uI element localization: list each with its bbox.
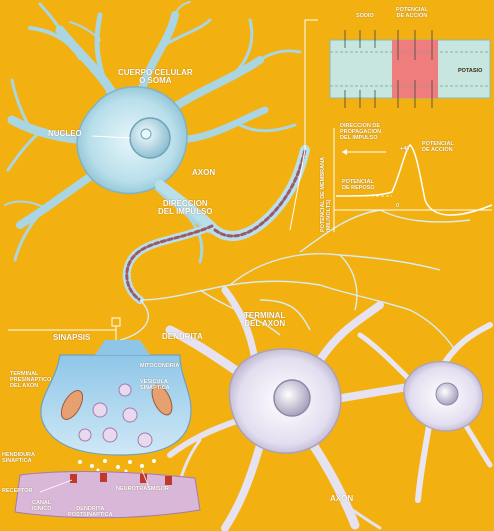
- vesicle-label: VESICULA SINAPTICA: [140, 380, 170, 392]
- zero-label: 0: [396, 204, 399, 210]
- action-potential-graph-label: POTENCIAL DE ACCION: [422, 142, 454, 154]
- action-potential-top-line2: DE ACCION: [396, 14, 428, 20]
- axon-terminal-line2: DEL AXON: [244, 320, 285, 328]
- ionic-channel-label: CANAL IONICO: [32, 501, 52, 513]
- blue-nucleolus: [141, 129, 151, 139]
- receptor-label: RECEPTOR: [2, 489, 32, 495]
- nucleus-label: NUCLEO: [48, 130, 82, 138]
- purple-nucleus: [274, 380, 310, 416]
- cell-body-label-line2: O SOMA: [118, 77, 193, 85]
- synapse-label: SINAPSIS: [53, 334, 90, 342]
- postsynaptic-label: DENDRITA POSTSINAPTICA: [68, 507, 113, 519]
- rest-potential-label: POTENCIAL DE REPOSO: [342, 180, 375, 192]
- action-potential-top-label: POTENCIAL DE ACCION: [396, 8, 428, 20]
- cell-body-label: CUERPO CELULAR O SOMA: [118, 69, 193, 86]
- presynaptic-label-line3: DEL AXON: [10, 384, 51, 390]
- plus-40-label: +40: [400, 147, 409, 153]
- vesicle-label-line2: SINAPTICA: [140, 386, 170, 392]
- dendrite-label: DENDRITA: [162, 333, 203, 341]
- rest-potential-line2: DE REPOSO: [342, 186, 375, 192]
- impulse-direction-label: DIRECCION DEL IMPULSO: [158, 200, 213, 217]
- postsynaptic-label-line2: POSTSINAPTICA: [68, 513, 113, 519]
- propagation-line3: DEL IMPULSO: [340, 136, 381, 142]
- axon-bottom-label: AXON: [330, 495, 353, 503]
- mitochondria-label: MITOCONDRIA: [140, 364, 179, 370]
- membrane-potential-axis-label: POTENCIAL DE MEMBRANA (MILIVOLTS): [321, 157, 333, 232]
- propagation-label: DIRECCION DE PROPAGACION DEL IMPULSO: [340, 124, 381, 141]
- presynaptic-label: TERMINAL PRESINAPTICO DEL AXON: [10, 372, 51, 389]
- impulse-direction-line2: DEL IMPULSO: [158, 208, 213, 216]
- sodium-label: SODIO: [356, 14, 374, 20]
- blue-nucleus: [130, 118, 170, 158]
- potassium-label: POTASIO: [458, 69, 482, 75]
- small-nucleus: [436, 383, 458, 405]
- axon-top-label: AXON: [192, 169, 215, 177]
- cleft-label: HENDIDURA SINAPTICA: [2, 453, 35, 465]
- cleft-label-line2: SINAPTICA: [2, 459, 35, 465]
- axon-terminal-label: TERMINAL DEL AXON: [244, 312, 285, 329]
- action-potential-graph-line2: DE ACCION: [422, 148, 454, 154]
- ionic-channel-line2: IONICO: [32, 507, 52, 513]
- membrane-potential-axis-line2: (MILIVOLTS): [327, 157, 333, 232]
- neurotransmitter-label: NEUROTRASMISOR: [116, 487, 169, 493]
